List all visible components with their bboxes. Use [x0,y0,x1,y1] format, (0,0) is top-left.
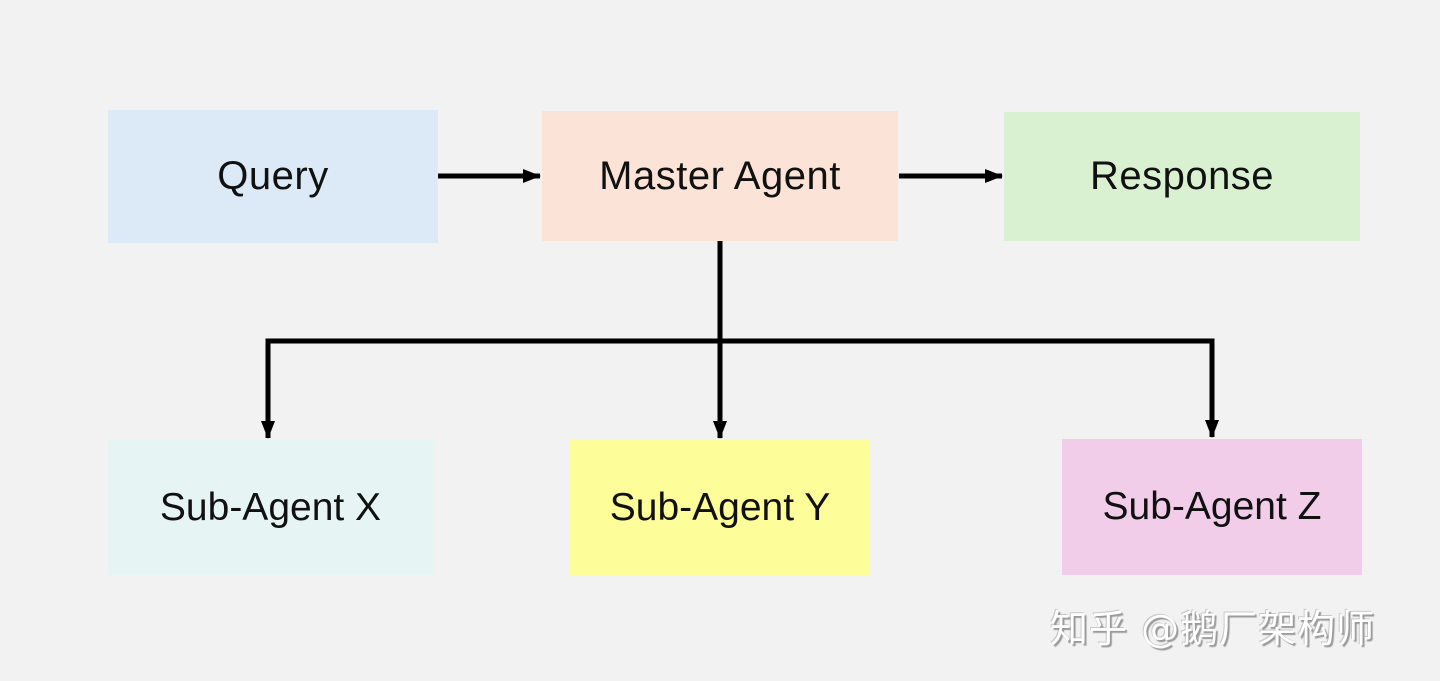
node-sub-agent-y: Sub-Agent Y [570,440,870,575]
node-sub-agent-x-label: Sub-Agent X [159,485,382,529]
node-response-label: Response [1089,154,1275,198]
node-master-agent: Master Agent [542,111,898,241]
node-master-agent-label: Master Agent [599,153,841,198]
node-sub-agent-x: Sub-Agent X [108,440,433,575]
node-query-label: Query [217,154,329,198]
node-sub-agent-y-label: Sub-Agent Y [609,485,831,529]
node-sub-agent-z-label: Sub-Agent Z [1102,485,1322,528]
node-query: Query [108,110,438,243]
connector-branch-bar [265,338,1215,437]
node-response: Response [1004,112,1360,241]
watermark: 知乎 @鹅厂架构师 [1050,607,1376,651]
node-sub-agent-z: Sub-Agent Z [1062,439,1362,575]
